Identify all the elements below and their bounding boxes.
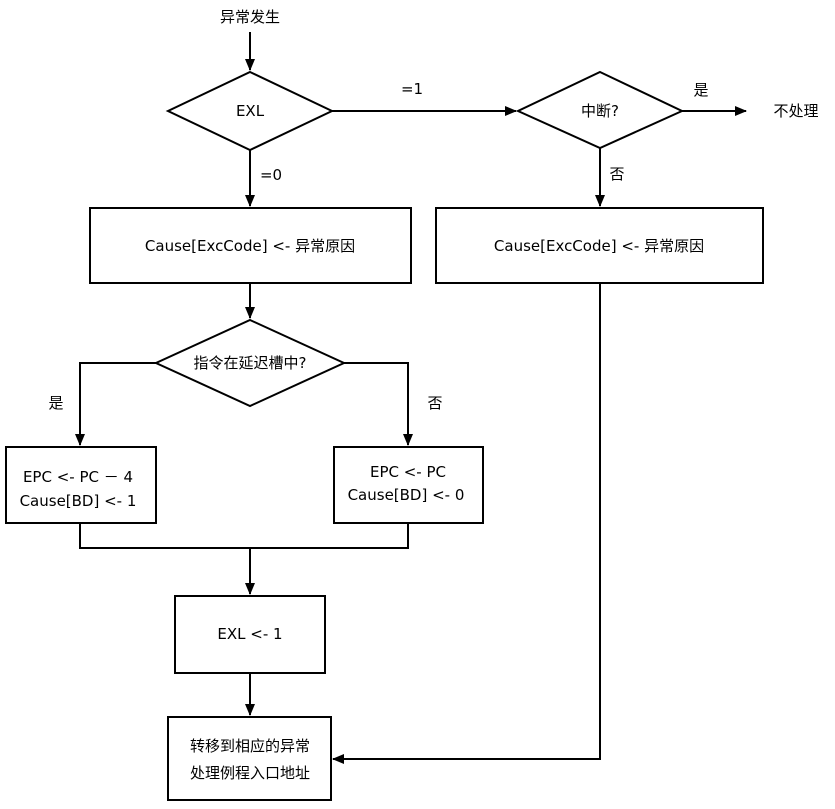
epc-yes-line1: EPC <- PC － 4 bbox=[23, 468, 133, 486]
exl-branch-zero-label: =0 bbox=[260, 166, 282, 184]
interrupt-decision-label: 中断? bbox=[581, 102, 619, 120]
interrupt-no-label: 否 bbox=[609, 165, 624, 183]
epc-yes-line2: Cause[BD] <- 1 bbox=[20, 492, 137, 510]
cause-right-label: Cause[ExcCode] <- 异常原因 bbox=[494, 237, 704, 255]
start-label: 异常发生 bbox=[220, 8, 280, 26]
cause-left-label: Cause[ExcCode] <- 异常原因 bbox=[145, 237, 355, 255]
epc-no-line2: Cause[BD] <- 0 bbox=[348, 486, 465, 504]
arrow-delay-slot-no bbox=[344, 362, 413, 446]
delay-slot-decision-label: 指令在延迟槽中? bbox=[194, 354, 307, 372]
arrow-delay-slot-yes bbox=[75, 362, 156, 446]
epc-no-line1: EPC <- PC bbox=[370, 463, 446, 481]
delay-slot-yes-label: 是 bbox=[48, 394, 63, 412]
exl-decision-label: EXL bbox=[236, 102, 265, 120]
jump-line2: 处理例程入口地址 bbox=[190, 764, 310, 782]
epc-no-box bbox=[333, 446, 484, 524]
exl-set-label: EXL <- 1 bbox=[217, 625, 282, 643]
no-handle-label: 不处理 bbox=[773, 102, 818, 120]
arrow-cause-right-to-jump bbox=[332, 283, 601, 764]
interrupt-yes-label: 是 bbox=[693, 81, 708, 99]
merge-line bbox=[79, 523, 409, 549]
exl-set-box bbox=[174, 595, 326, 674]
delay-slot-no-label: 否 bbox=[427, 394, 442, 412]
delay-slot-decision-diamond bbox=[153, 318, 347, 408]
exl-branch-one-label: =1 bbox=[401, 80, 423, 98]
jump-box bbox=[167, 716, 332, 801]
jump-line1: 转移到相应的异常 bbox=[190, 737, 310, 755]
cause-right-box bbox=[435, 207, 764, 284]
